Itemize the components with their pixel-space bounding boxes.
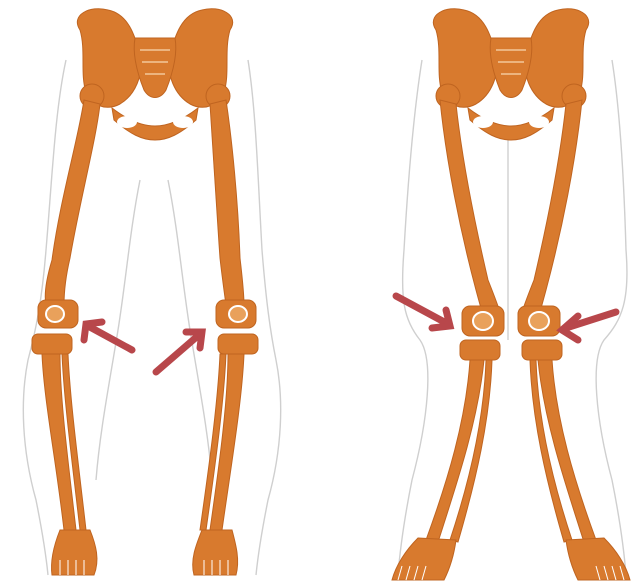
left-knees bbox=[38, 300, 256, 328]
left-obturator-r bbox=[173, 116, 193, 128]
left-femurs bbox=[45, 84, 244, 305]
left-feet bbox=[51, 530, 237, 575]
right-femurs bbox=[436, 84, 586, 318]
left-patella-l bbox=[46, 306, 64, 322]
left-figure bbox=[23, 9, 280, 575]
right-figure bbox=[392, 9, 630, 580]
left-arrow-1 bbox=[84, 322, 132, 350]
left-arrow-2 bbox=[156, 332, 202, 372]
right-patella-r bbox=[529, 312, 549, 330]
right-feet bbox=[392, 538, 630, 580]
right-obturator-l bbox=[473, 116, 493, 128]
right-arrow-1 bbox=[396, 296, 450, 328]
left-lower-legs bbox=[32, 334, 258, 530]
right-patella-l bbox=[473, 312, 493, 330]
right-lower-legs bbox=[426, 340, 596, 542]
left-obturator-l bbox=[117, 116, 137, 128]
left-patella-r bbox=[229, 306, 247, 322]
right-obturator-r bbox=[529, 116, 549, 128]
